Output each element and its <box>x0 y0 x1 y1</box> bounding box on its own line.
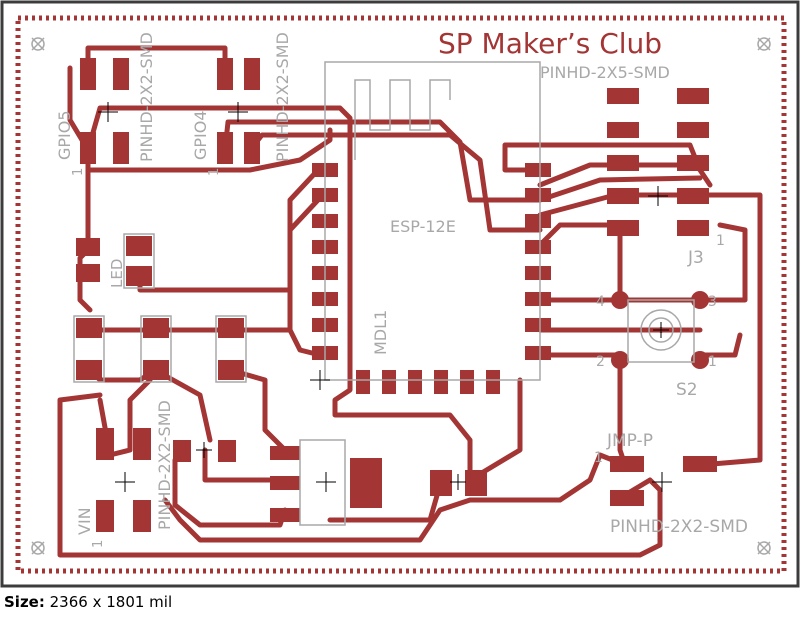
label-mdl1: MDL1 <box>371 310 390 355</box>
mounting-holes <box>31 37 771 555</box>
label-pinhd-2x2-gpio5: PINHD-2X2-SMD <box>137 32 156 162</box>
label-led: LED <box>108 259 126 288</box>
label-vin-pin1: 1 <box>91 540 106 548</box>
board-size-value: 2366 x 1801 mil <box>49 593 173 611</box>
switch-pads <box>611 291 709 369</box>
label-gpio5: GPIO5 <box>55 110 74 160</box>
silkscreen-outlines <box>73 61 695 526</box>
board-size: Size: 2366 x 1801 mil <box>4 593 172 611</box>
label-s2-pin2: 2 <box>596 354 605 370</box>
label-gpio5-pin1: 1 <box>71 168 86 176</box>
label-pinhd-2x2-bottom: PINHD-2X2-SMD <box>610 517 748 537</box>
label-s2-pin1: 1 <box>708 354 717 370</box>
label-pinhd-2x2-vin: PINHD-2X2-SMD <box>155 400 174 530</box>
label-esp12e: ESP-12E <box>390 217 456 236</box>
label-gpio4-pin1: 1 <box>207 168 222 176</box>
board-outline <box>0 0 800 588</box>
label-pinhd-2x2-gpio4: PINHD-2X2-SMD <box>273 32 292 162</box>
label-gpio4: GPIO4 <box>191 110 210 160</box>
origin-markers <box>98 102 672 492</box>
copper-border <box>15 15 787 574</box>
label-vin: VIN <box>75 507 94 535</box>
label-s2-pin3: 3 <box>708 294 717 310</box>
board-title: SP Maker’s Club <box>438 27 662 60</box>
label-jmp-pin1: 1 <box>594 450 603 466</box>
label-j3-pin1: 1 <box>716 233 725 249</box>
label-s2: S2 <box>676 380 698 400</box>
label-j3: J3 <box>687 248 704 268</box>
pcb-board: SP Maker’s Club PINHD-2X5-SMD ESP-12E MD… <box>0 0 800 588</box>
board-size-label: Size: <box>4 593 45 611</box>
label-pinhd-2x5: PINHD-2X5-SMD <box>540 63 670 82</box>
label-s2-pin4: 4 <box>596 294 605 310</box>
smd-pads <box>76 58 717 532</box>
label-jmp-p: JMP-P <box>606 431 653 451</box>
